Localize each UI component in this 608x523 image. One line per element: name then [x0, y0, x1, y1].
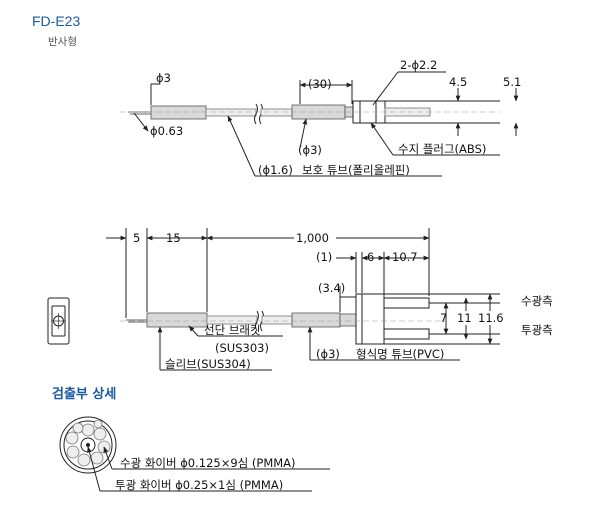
d11-bg — [457, 311, 475, 325]
tx-leader — [87, 446, 101, 492]
rx-leader — [103, 446, 113, 470]
protect-tube-label: 보호 튜브(폴리올레핀) — [302, 163, 410, 177]
bracket-leader — [188, 325, 199, 337]
d6-label: 6 — [367, 250, 374, 264]
bot-tube-taper — [339, 313, 357, 327]
resin-plug-label: 수지 플러그(ABS) — [398, 142, 486, 156]
d7-label: 7 — [440, 311, 447, 325]
rx-fiber — [66, 445, 80, 459]
rx-fiber — [81, 423, 95, 437]
d116-bg — [478, 311, 510, 325]
protect-leader — [227, 115, 256, 177]
bot-sleeve — [146, 312, 208, 328]
top-view: ϕ3 ϕ0.63 (30) 2-ϕ2.2 4.5 5.1 (ϕ3) 수지 플러그… — [120, 58, 521, 177]
rx-fiber — [77, 453, 91, 467]
tx-fiber-label: 투광 화이버 ϕ0.25×1심 (PMMA) — [115, 478, 283, 492]
d116-label: 11.6 — [478, 311, 504, 325]
bot-tube-phi3 — [291, 312, 341, 328]
bracket-mat-label: (SUS303) — [215, 341, 269, 355]
detail-heading: 검출부 상세 — [52, 386, 116, 402]
plug-leader — [370, 122, 394, 156]
rx-fiber-pin — [383, 297, 430, 309]
bot-tube-2 — [261, 315, 293, 325]
phi3-label: ϕ3 — [156, 71, 171, 85]
d51-label: 5.1 — [503, 75, 521, 89]
rx-fiber — [72, 422, 84, 434]
top-sleeve — [150, 105, 207, 120]
top-tube-2 — [260, 108, 293, 117]
rx-fiber — [90, 451, 104, 465]
sleeve-label: 슬리브(SUS304) — [165, 357, 251, 371]
holes-label: 2-ϕ2.2 — [400, 58, 437, 72]
tx-fiber-center — [86, 443, 90, 447]
tx-side-label: 투광측 — [521, 323, 553, 337]
d34-label: (3.4) — [318, 281, 345, 295]
d15-label: 15 — [166, 231, 181, 245]
d1-label: (1) — [316, 250, 332, 264]
phi3mid-leader — [299, 118, 308, 149]
d1000-bg — [294, 230, 336, 244]
d1000-label: 1,000 — [296, 231, 329, 245]
phi3-shape-label: (ϕ3) — [316, 347, 340, 361]
detail-view: 검출부 상세 수광 화이버 ϕ0.125×9심 (PMMA) 투광 화이버 ϕ0… — [52, 386, 330, 492]
model-title: FD-E23 — [32, 13, 80, 29]
rx-fiber-label: 수광 화이버 ϕ0.125×9심 (PMMA) — [120, 456, 296, 470]
top-protect-tube — [205, 108, 257, 117]
d107-label: 10.7 — [392, 250, 418, 264]
d30-label: (30) — [308, 77, 332, 91]
rx-fiber — [65, 431, 79, 445]
top-break-mark — [254, 103, 258, 125]
rx-fiber — [93, 419, 103, 429]
holes-leader — [372, 71, 399, 106]
sensor-type: 반사형 — [48, 36, 77, 48]
shape-tube-label: 형식명 튜브(PVC) — [356, 347, 444, 361]
rx-side-label: 수광측 — [521, 294, 553, 308]
phi063-leader — [133, 112, 149, 132]
d11-label: 11 — [457, 311, 472, 325]
phi3mid-label: (ϕ3) — [298, 143, 322, 157]
bottom-view: 5 15 1,000 (1) 6 10.7 (3.4) 7 11 11.6 — [47, 228, 553, 371]
rx-fiber — [93, 427, 107, 441]
bracket-body — [355, 293, 385, 345]
bracket-label: 선단 브래킷 — [204, 323, 261, 337]
d45-label: 4.5 — [449, 75, 467, 89]
phi063-label: ϕ0.63 — [150, 124, 183, 138]
tx-fiber-pin — [383, 328, 430, 340]
d5-label: 5 — [133, 231, 140, 245]
phi16-label: (ϕ1.6) — [258, 163, 293, 177]
